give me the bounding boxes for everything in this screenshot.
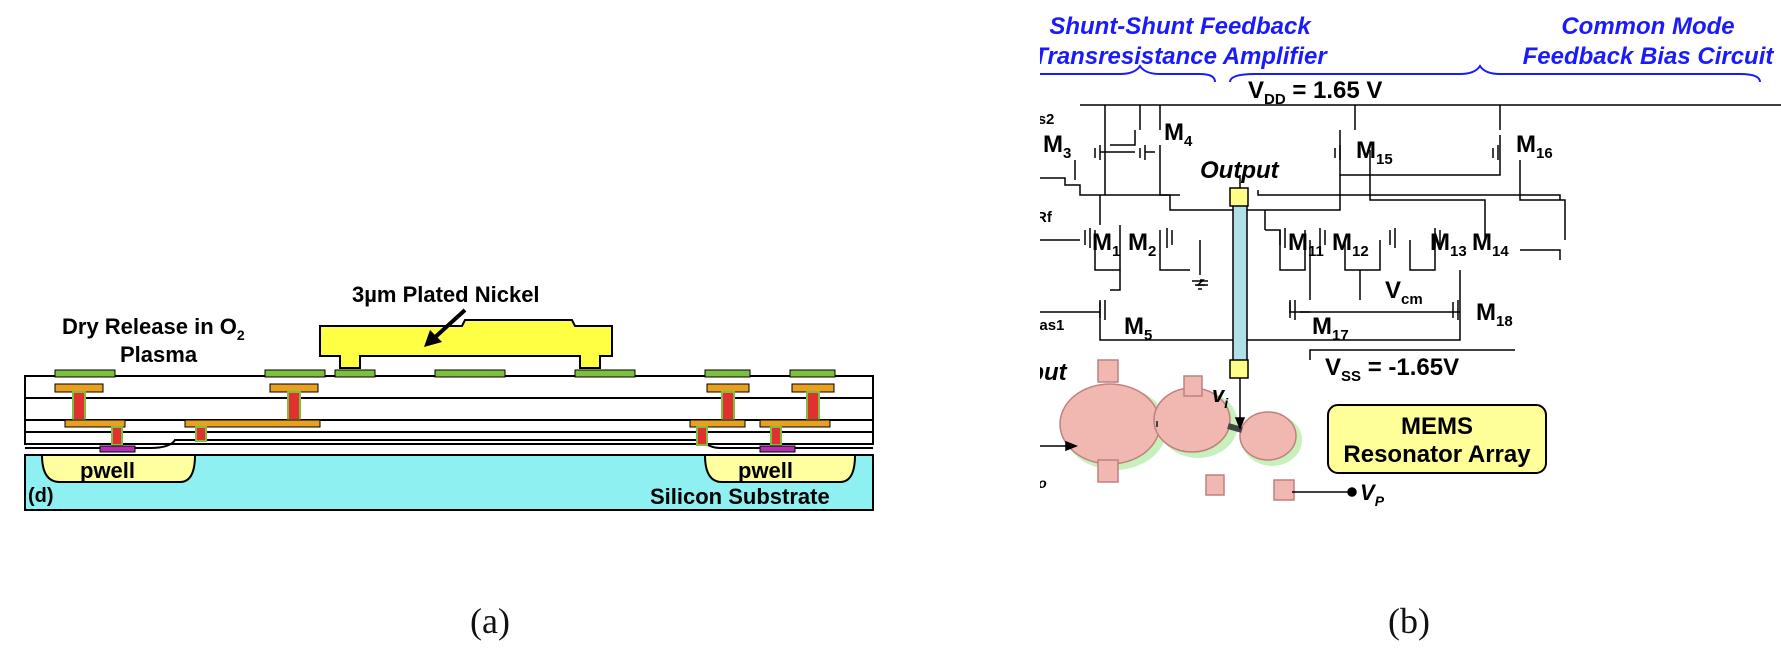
label-m12: M12: [1332, 229, 1369, 260]
nickel-arrowhead: [424, 330, 442, 347]
title-cmfb-line2: Feedback Bias Circuit: [1523, 43, 1775, 70]
label-pwell-left: pwell: [80, 458, 135, 483]
label-output: Output: [1200, 157, 1280, 184]
top-pad: [704, 369, 751, 378]
label-resonator-array: Resonator Array: [1343, 441, 1531, 468]
metal1-lines: [64, 419, 831, 453]
title-cmfb-line1: Common Mode: [1561, 13, 1734, 40]
label-plated-nickel: 3µm Plated Nickel: [352, 282, 540, 307]
title-tia-line2: Transresistance Amplifier: [1040, 43, 1328, 70]
top-pad: [434, 369, 506, 378]
top-pad: [54, 369, 116, 378]
label-vbias2: Vbias2: [1040, 97, 1054, 128]
output-pad-top: [1229, 187, 1249, 207]
label-m16: M16: [1516, 131, 1553, 162]
label-m5: M5: [1124, 313, 1152, 344]
dielectric-layer-2: [24, 397, 874, 421]
oxide-step-line: [25, 439, 873, 449]
top-pad: [264, 369, 326, 378]
label-silicon-substrate: Silicon Substrate: [650, 484, 830, 509]
output-pad-bottom: [1229, 359, 1249, 379]
panel-a-cross-section: 3µm Plated Nickel Dry Release in O2 Plas…: [24, 282, 874, 511]
top-pad: [789, 369, 836, 378]
nickel-arrow: [430, 308, 467, 342]
label-vcm: Vcm: [1385, 277, 1423, 308]
label-m2: M2: [1128, 229, 1156, 260]
caption-b: (b): [1388, 601, 1430, 641]
label-vi: vi: [1212, 382, 1229, 411]
label-input: Input: [1040, 359, 1068, 386]
label-m17: M17: [1312, 313, 1349, 344]
label-m11: M11: [1288, 229, 1324, 260]
label-m1: M1: [1092, 229, 1120, 260]
output-bar: [1232, 199, 1248, 366]
cross-section-diagram: 3µm Plated Nickel Dry Release in O2 Plas…: [24, 282, 874, 511]
mems-label-box: [1327, 404, 1547, 474]
brace-right: [1229, 64, 1761, 83]
label-m3: M3: [1043, 131, 1071, 162]
label-m14: M14: [1472, 229, 1509, 260]
label-mrf: MRf: [1040, 195, 1053, 226]
label-m13: M13: [1430, 229, 1467, 260]
caption-a: (a): [470, 601, 510, 641]
circuit-schematic: Shunt-Shunt Feedback Transresistance Amp…: [984, 13, 1781, 509]
label-m18: M18: [1476, 299, 1513, 330]
signal-arrows: [1018, 378, 1357, 497]
ground-icon: [1192, 280, 1208, 290]
label-d: (d): [28, 485, 54, 507]
label-vp: VP: [1360, 480, 1385, 509]
panel-b-circuit: Shunt-Shunt Feedback Transresistance Amp…: [984, 0, 1781, 659]
label-pwell-right: pwell: [738, 458, 793, 483]
dielectric-layer-3: [24, 419, 874, 433]
label-plasma: Plasma: [120, 342, 198, 367]
top-pad: [334, 369, 376, 378]
pwell-left: [40, 454, 197, 483]
label-dry-release: Dry Release in O2: [62, 314, 245, 343]
mems-resonator-array: [1059, 359, 1302, 501]
plated-nickel-beam: [319, 319, 613, 369]
pwell-right: [703, 454, 857, 483]
top-pad: [574, 369, 636, 378]
label-m15: M15: [1356, 137, 1393, 168]
label-vss: VSS = -1.65V: [1325, 354, 1459, 385]
label-vdd: VDD = 1.65 V: [1248, 77, 1382, 108]
label-mems: MEMS: [1401, 413, 1473, 440]
label-io: io: [1040, 462, 1047, 491]
label-vbias1: Vbias1: [1040, 303, 1064, 334]
label-m4: M4: [1164, 119, 1193, 150]
dielectric-layer-4: [24, 431, 874, 445]
title-tia-line1: Shunt-Shunt Feedback: [1049, 13, 1312, 40]
